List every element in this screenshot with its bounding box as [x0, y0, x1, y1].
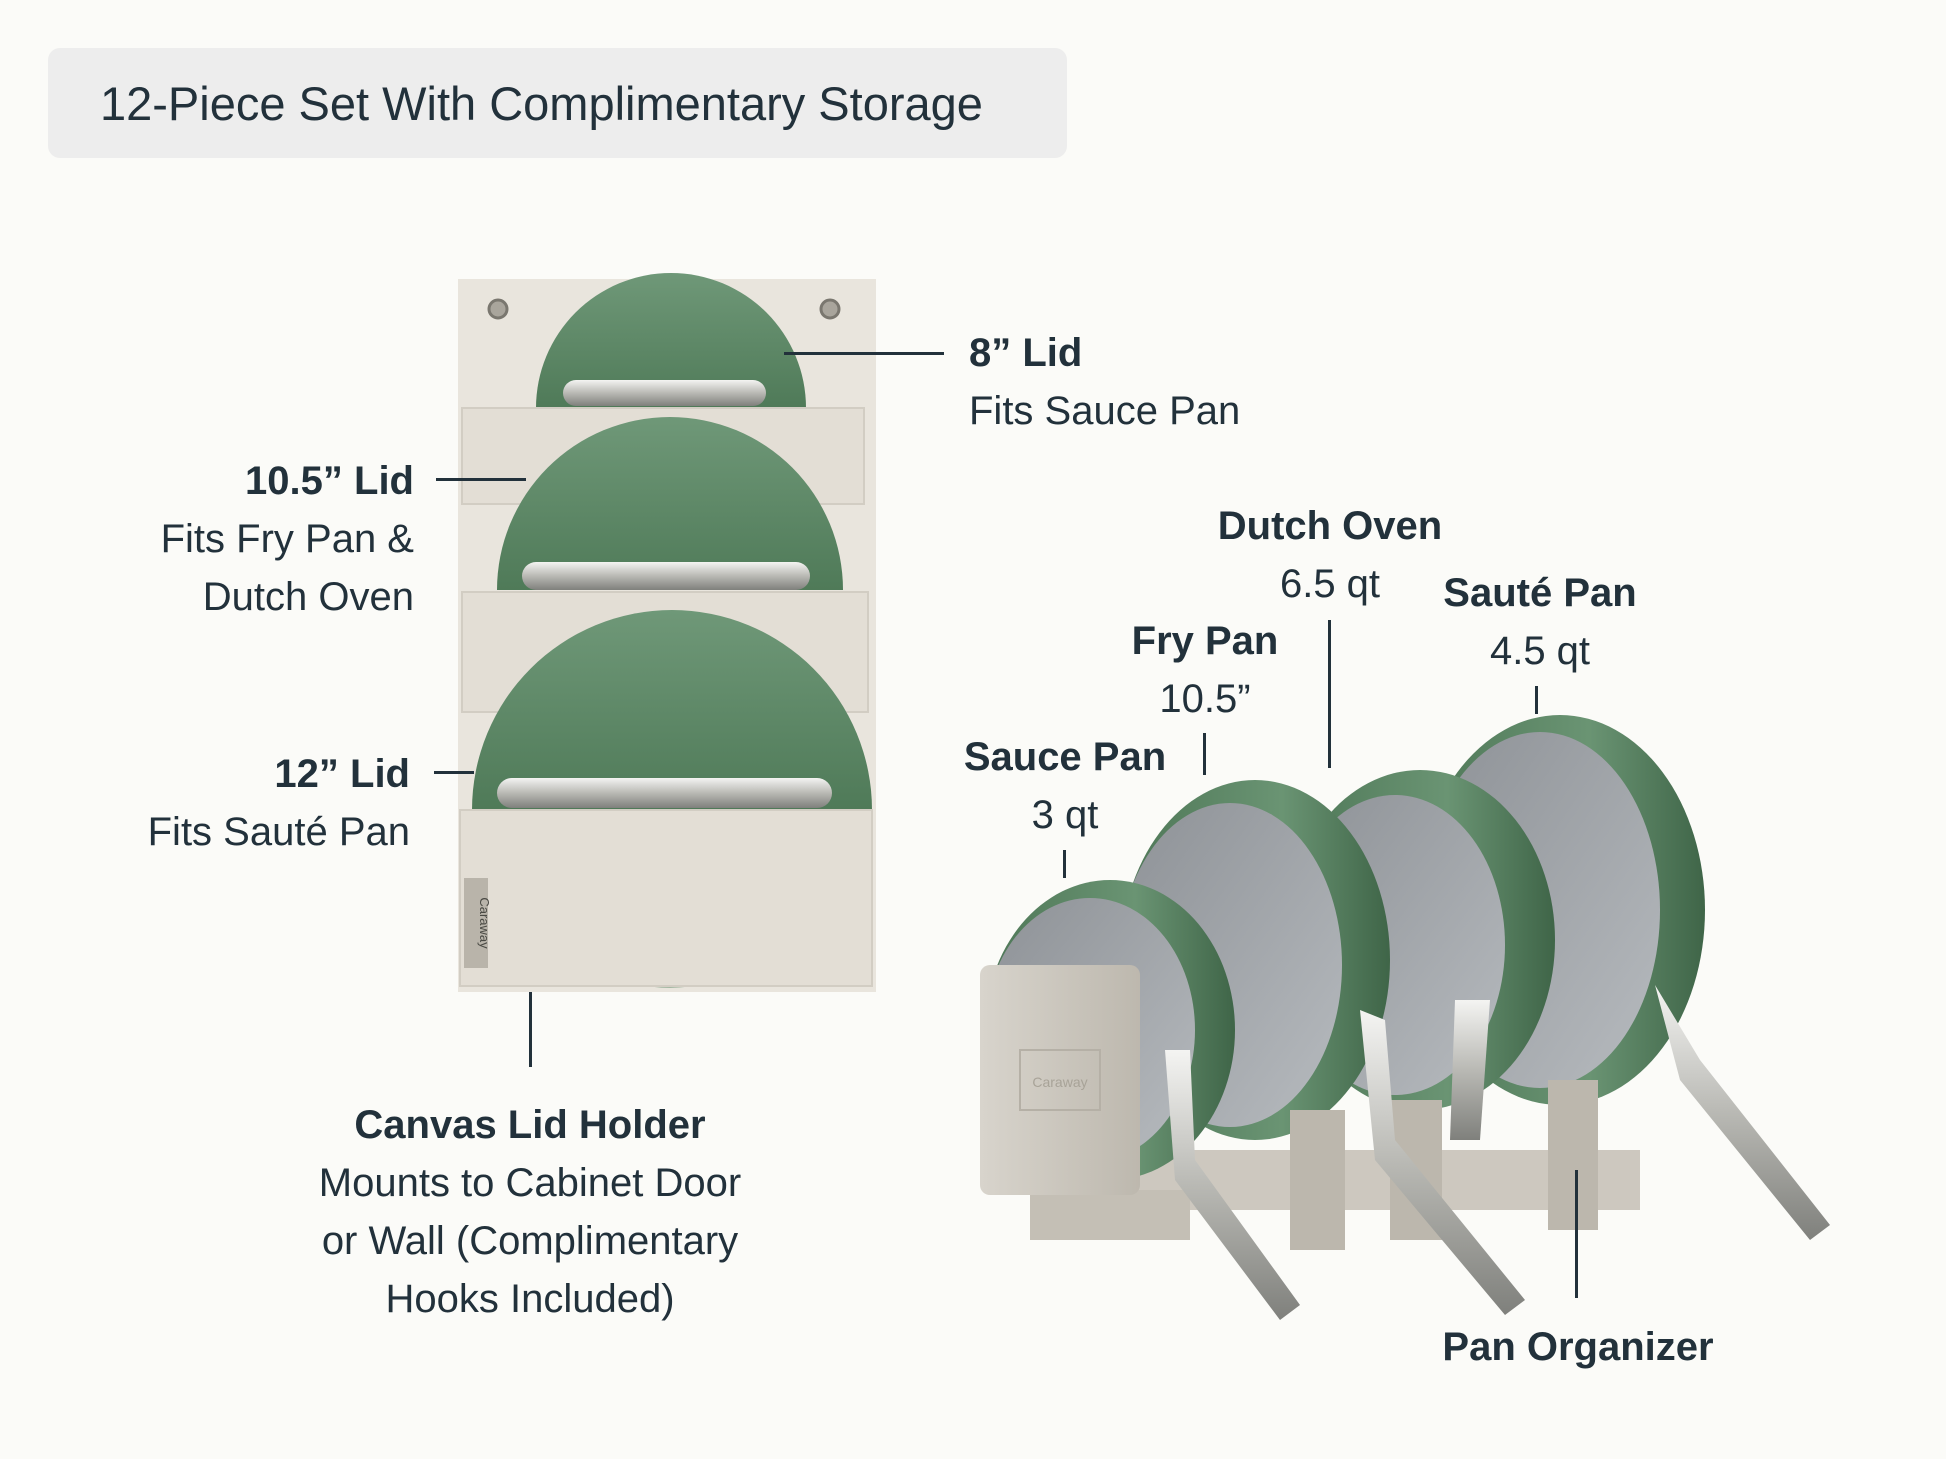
grommet-left	[487, 298, 509, 320]
grommet-right	[819, 298, 841, 320]
label-lid-8-sub: Fits Sauce Pan	[969, 389, 1241, 433]
divider-4	[1548, 1080, 1598, 1230]
label-pan-organizer: Pan Organizer	[1400, 1318, 1756, 1376]
label-sauce-pan: Sauce Pan 3 qt	[940, 728, 1190, 844]
lid-handle-10-5	[522, 562, 810, 590]
lid-handle-8	[563, 380, 766, 406]
label-lid-8-title: 8” Lid	[969, 331, 1083, 375]
pocket-bottom	[459, 809, 873, 987]
label-lid-8: 8” Lid Fits Sauce Pan	[969, 324, 1240, 440]
organizer-base-front	[1030, 1190, 1190, 1240]
leader-lid-8	[784, 352, 944, 355]
leader-canvas	[529, 992, 532, 1067]
lid-12-inch	[472, 610, 872, 810]
sauce-pan-handle	[1165, 1050, 1300, 1320]
label-fry-pan: Fry Pan 10.5”	[1070, 612, 1340, 728]
label-dutch-oven: Dutch Oven 6.5 qt	[1160, 497, 1500, 613]
label-lid-10-5-sub1: Fits Fry Pan &	[160, 517, 414, 561]
organizer-logo-text: Caraway	[1032, 1074, 1087, 1090]
divider-2	[1290, 1110, 1345, 1250]
leader-lid-12	[434, 771, 474, 774]
label-dutch-sub: 6.5 qt	[1279, 562, 1381, 606]
lid-10-5-inch	[497, 417, 843, 590]
label-saute-sub: 4.5 qt	[1489, 629, 1591, 673]
organizer-logo-plate	[1019, 1049, 1101, 1111]
label-sauce-sub: 3 qt	[1031, 793, 1099, 837]
label-lid-12-sub: Fits Sauté Pan	[147, 810, 410, 854]
page-title: 12-Piece Set With Complimentary Storage	[100, 76, 983, 130]
label-lid-10-5-title: 10.5” Lid	[245, 459, 414, 503]
label-canvas-title: Canvas Lid Holder	[354, 1103, 706, 1147]
label-canvas-sub1: Mounts to Cabinet Door	[318, 1161, 742, 1205]
leader-dutch-oven	[1328, 620, 1331, 768]
fry-pan-handle	[1360, 1010, 1525, 1315]
label-saute-pan: Sauté Pan 4.5 qt	[1380, 564, 1700, 680]
title-banner: 12-Piece Set With Complimentary Storage	[48, 48, 1067, 158]
pan-organizer-group: Caraway	[980, 715, 1830, 1320]
canvas-lid-holder: Caraway	[458, 273, 876, 992]
organizer-front-panel	[980, 965, 1140, 1195]
label-lid-12-title: 12” Lid	[274, 752, 410, 796]
brand-tag-text: Caraway	[477, 897, 492, 949]
label-dutch-title: Dutch Oven	[1217, 504, 1443, 548]
label-organizer-title: Pan Organizer	[1442, 1325, 1714, 1369]
leader-saute-pan	[1535, 686, 1538, 714]
leader-pan-organizer	[1575, 1170, 1578, 1298]
label-sauce-title: Sauce Pan	[963, 735, 1167, 779]
label-fry-title: Fry Pan	[1131, 619, 1279, 663]
label-lid-12: 12” Lid Fits Sauté Pan	[100, 745, 410, 861]
leader-sauce-pan	[1063, 850, 1066, 878]
saute-pan-handle	[1655, 985, 1830, 1240]
label-canvas-holder: Canvas Lid Holder Mounts to Cabinet Door…	[230, 1096, 830, 1328]
label-fry-sub: 10.5”	[1159, 677, 1251, 721]
brand-tag	[464, 878, 488, 968]
leader-fry-pan	[1203, 733, 1206, 775]
leader-lid-10-5	[436, 478, 526, 481]
lid-handle-12	[497, 778, 832, 808]
dutch-oven-handle	[1450, 1000, 1490, 1140]
lid-8-inch	[536, 273, 806, 408]
label-saute-title: Sauté Pan	[1443, 571, 1637, 615]
label-lid-10-5: 10.5” Lid Fits Fry Pan & Dutch Oven	[100, 452, 414, 626]
label-lid-10-5-sub2: Dutch Oven	[202, 575, 414, 619]
label-canvas-sub2: or Wall (Complimentary	[321, 1219, 739, 1263]
label-canvas-sub3: Hooks Included)	[385, 1277, 675, 1321]
